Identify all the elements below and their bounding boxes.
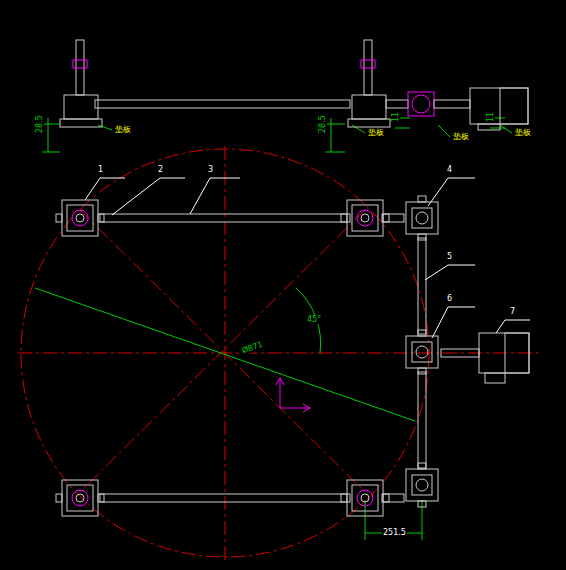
- elevation-view: [60, 40, 528, 130]
- dimension-text: 45°: [306, 316, 322, 324]
- dimension-lines: [35, 118, 512, 540]
- dimension-text: 11: [392, 111, 400, 123]
- part-note: 垫板: [367, 129, 385, 137]
- callout-number: 2: [157, 166, 164, 174]
- dimension-text: 28.5: [319, 114, 327, 134]
- center-lines: [18, 146, 540, 560]
- callout-number: 6: [446, 295, 453, 303]
- ucs-icon: [276, 378, 310, 412]
- dimension-text: 11: [487, 111, 495, 123]
- dimension-text: 251.5: [382, 529, 407, 537]
- callout-number: 1: [97, 166, 104, 174]
- dimension-text: 28.5: [36, 114, 44, 134]
- part-note: 垫板: [114, 126, 132, 134]
- part-note: 垫板: [452, 133, 470, 141]
- callout-number: 7: [509, 308, 516, 316]
- callout-number: 3: [207, 166, 214, 174]
- part-note: 垫板: [514, 129, 532, 137]
- plan-view: [56, 178, 530, 516]
- callout-number: 4: [446, 166, 453, 174]
- callout-number: 5: [446, 253, 453, 261]
